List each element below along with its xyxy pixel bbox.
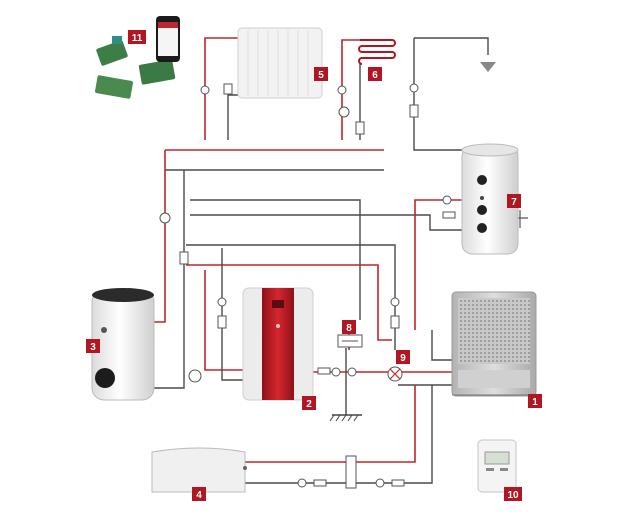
tank3-supply-pipe bbox=[152, 150, 166, 323]
filter-icon bbox=[355, 121, 365, 135]
radiator bbox=[237, 27, 323, 99]
mid-grey-pipe-3 bbox=[186, 244, 396, 350]
filter-icon bbox=[179, 251, 189, 265]
mixing-valve-icon bbox=[338, 106, 350, 118]
mixing-valve-icon bbox=[159, 212, 171, 224]
svg-text:8: 8 bbox=[346, 323, 352, 334]
switching-valve bbox=[387, 366, 403, 382]
pump-icon bbox=[297, 478, 307, 488]
indoor-supply-pipe bbox=[204, 270, 243, 371]
dhw-tank bbox=[461, 143, 519, 255]
filter-icon bbox=[442, 211, 456, 219]
badge-7: 7 bbox=[507, 194, 521, 208]
badge-6: 6 bbox=[368, 67, 382, 81]
pump-icon bbox=[409, 83, 419, 93]
svg-text:1: 1 bbox=[532, 397, 538, 408]
badge-4: 4 bbox=[192, 487, 206, 501]
ground-red-pipe bbox=[245, 385, 416, 463]
filter-icon bbox=[391, 479, 405, 487]
indoor-return-pipe bbox=[221, 248, 243, 381]
svg-text:6: 6 bbox=[372, 70, 378, 81]
svg-text:2: 2 bbox=[306, 399, 312, 410]
badge-10: 10 bbox=[504, 487, 522, 501]
piping bbox=[152, 37, 489, 484]
svg-text:3: 3 bbox=[90, 342, 96, 353]
svg-text:10: 10 bbox=[507, 490, 519, 501]
pump-icon bbox=[442, 195, 452, 205]
filter-icon bbox=[217, 315, 227, 329]
expansion-vessel-icon bbox=[188, 369, 202, 383]
filter-icon bbox=[317, 367, 331, 375]
electric-heater bbox=[337, 334, 363, 348]
floor-supply-pipe bbox=[341, 39, 360, 140]
pump-icon bbox=[200, 85, 210, 95]
badge-2: 2 bbox=[302, 396, 316, 410]
svg-text:9: 9 bbox=[400, 353, 406, 364]
hp-aux-pipe bbox=[431, 330, 455, 361]
controller-boards bbox=[95, 16, 180, 99]
floor-heating-coil bbox=[358, 39, 396, 65]
svg-text:5: 5 bbox=[318, 70, 324, 81]
badge-5: 5 bbox=[314, 67, 328, 81]
badge-8: 8 bbox=[342, 320, 356, 334]
water-inlet-pipe bbox=[414, 37, 489, 55]
water-inlet-icon bbox=[480, 62, 496, 72]
ground-symbol bbox=[329, 414, 362, 422]
badge-1: 1 bbox=[528, 394, 542, 408]
svg-text:11: 11 bbox=[132, 33, 143, 44]
pump-icon bbox=[375, 478, 385, 488]
pump-icon bbox=[331, 367, 341, 377]
outdoor-heat-pump bbox=[451, 291, 537, 397]
badge-11: 11 bbox=[128, 30, 146, 44]
heat-exchanger-icon bbox=[345, 455, 357, 489]
radiator-return-pipe bbox=[227, 94, 238, 140]
room-thermostat bbox=[477, 439, 517, 493]
pump-icon bbox=[347, 367, 357, 377]
mid-grey-pipe-1 bbox=[190, 199, 361, 320]
filter-icon bbox=[390, 315, 400, 329]
tank3-return-pipe bbox=[152, 170, 185, 389]
ground-grey-pipe bbox=[245, 385, 433, 484]
mid-red-pipe bbox=[186, 264, 392, 341]
filter-icon bbox=[313, 479, 327, 487]
badge-3: 3 bbox=[86, 339, 100, 353]
badge-9: 9 bbox=[396, 350, 410, 364]
filter-icon bbox=[409, 104, 419, 118]
pump-icon bbox=[217, 297, 227, 307]
svg-text:7: 7 bbox=[511, 197, 517, 208]
mid-grey-pipe-2 bbox=[190, 214, 470, 231]
storage-tank bbox=[91, 288, 155, 401]
radiator-supply-pipe bbox=[204, 37, 238, 140]
svg-text:4: 4 bbox=[196, 490, 202, 501]
inline-components bbox=[159, 62, 528, 489]
dhw-heat-pipe bbox=[414, 199, 470, 330]
pump-icon bbox=[337, 85, 347, 95]
pump-icon bbox=[390, 297, 400, 307]
filter-icon bbox=[223, 83, 233, 95]
indoor-unit bbox=[242, 287, 314, 401]
dhw-cold-pipe bbox=[413, 38, 470, 151]
ground-water-tank bbox=[151, 447, 247, 493]
